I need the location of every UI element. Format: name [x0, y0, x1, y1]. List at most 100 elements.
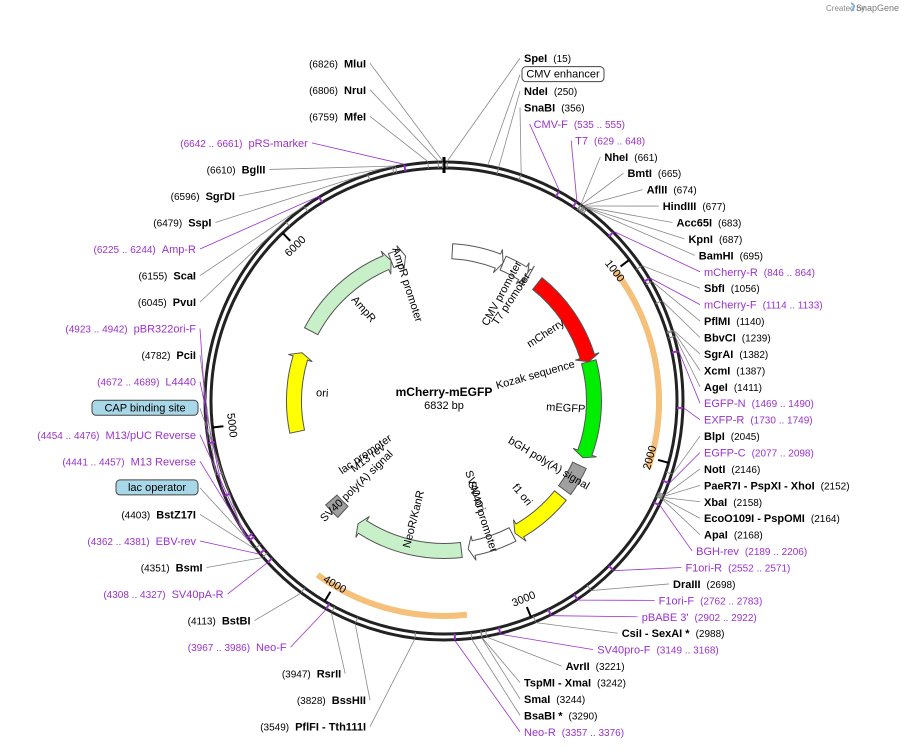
- feature-ampr[interactable]: [303, 250, 392, 336]
- feature-megfp[interactable]: [572, 359, 602, 459]
- label-leader: [199, 540, 260, 555]
- site-marker: [655, 300, 662, 305]
- primer-label-sv40pa-r[interactable]: (4308 .. 4327)SV40pA-R: [103, 589, 223, 601]
- primer-label-cmv-f[interactable]: CMV-F(535 .. 555): [534, 119, 625, 131]
- enzyme-label-bbvci[interactable]: BbvCI(1239): [704, 333, 771, 345]
- enzyme-label-bsshii[interactable]: (3828)BssHII: [297, 695, 366, 707]
- enzyme-label-tspmi-xmai[interactable]: TspMI - XmaI(3242): [524, 678, 626, 690]
- enzyme-label-sgrdi[interactable]: (6596)SgrDI: [171, 191, 235, 203]
- feature-sv40-poly-a-signal[interactable]: [324, 494, 349, 519]
- feature-sv40-promoter[interactable]: [467, 527, 517, 561]
- enzyme-label-avrii[interactable]: AvrII(3221): [566, 661, 625, 673]
- feature-f1-ori[interactable]: [512, 490, 567, 542]
- enzyme-label-paer7i-pspxi-xhoi[interactable]: PaeR7I - PspXI - XhoI(2152): [704, 480, 850, 492]
- primer-label-pbr322ori-f[interactable]: (4923 .. 4942)pBR322ori-F: [65, 324, 196, 336]
- primer-label-f1ori-f[interactable]: F1ori-F(2762 .. 2783): [659, 595, 763, 607]
- enzyme-label-snabi[interactable]: SnaBI(356): [524, 103, 585, 115]
- enzyme-label-aflii[interactable]: AflII(674): [647, 185, 697, 197]
- primer-label-m13-puc-reverse[interactable]: (4454 .. 4476)M13/pUC Reverse: [37, 430, 196, 442]
- enzyme-label-ndei[interactable]: NdeI(250): [524, 86, 577, 98]
- site-marker: [331, 606, 336, 613]
- primer-label-pbabe-3[interactable]: pBABE 3'(2902 .. 2922): [642, 612, 757, 624]
- boxed-feature-cap-binding-site[interactable]: [91, 399, 199, 416]
- site-marker: [582, 208, 587, 215]
- primer-label-m13-reverse[interactable]: (4441 .. 4457)M13 Reverse: [62, 456, 196, 468]
- enzyme-label-sspi[interactable]: (6479)SspI: [153, 218, 211, 230]
- enzyme-label-rsrii[interactable]: (3947)RsrII: [282, 669, 341, 681]
- primer-label-amp-r[interactable]: (6225 .. 6244)Amp-R: [94, 244, 197, 256]
- plasmid-size: 6832 bp: [424, 400, 464, 412]
- primer-label-bgh-rev[interactable]: BGH-rev(2189 .. 2206): [696, 546, 807, 558]
- enzyme-label-hindiii[interactable]: HindIII(677): [663, 201, 726, 213]
- site-marker: [645, 281, 652, 286]
- enzyme-label-bstbi[interactable]: (4113)BstBI: [188, 616, 251, 628]
- primer-label-t7[interactable]: T7(629 .. 648): [575, 135, 645, 147]
- label-leader: [669, 452, 701, 484]
- site-marker: [608, 231, 614, 238]
- feature-cmv-promoter[interactable]: [499, 255, 530, 285]
- enzyme-label-pvui[interactable]: (6045)PvuI: [138, 297, 196, 309]
- label-leader: [215, 173, 368, 223]
- enzyme-label-kpni[interactable]: KpnI(687): [688, 234, 742, 246]
- label-leader: [481, 637, 521, 700]
- feature-neor-kanr[interactable]: [355, 516, 463, 559]
- primer-label-ebv-rev[interactable]: (4362 .. 4381)EBV-rev: [87, 536, 196, 548]
- enzyme-label-ecoo109i-pspomi[interactable]: EcoO109I - PspOMI(2164): [704, 513, 840, 525]
- enzyme-label-mlui[interactable]: (6826)MluI: [309, 58, 366, 70]
- primer-label-mcherry-f[interactable]: mCherry-F(1114 .. 1133): [704, 300, 823, 312]
- enzyme-label-noti[interactable]: NotI(2146): [704, 464, 760, 476]
- enzyme-label-bsabi[interactable]: BsaBI *(3290): [524, 710, 597, 722]
- feature-bgh-poly-a-signal[interactable]: [557, 461, 587, 496]
- primer-label-neo-r[interactable]: Neo-R(3357 .. 3376): [524, 727, 624, 739]
- primer-label-exfp-r[interactable]: EXFP-R(1730 .. 1749): [704, 415, 813, 427]
- primer-label-neo-f[interactable]: (3967 .. 3986)Neo-F: [188, 642, 287, 654]
- enzyme-label-mfei[interactable]: (6759)MfeI: [309, 111, 366, 123]
- enzyme-label-bglii[interactable]: (6610)BglII: [207, 164, 266, 176]
- primer-label-f1ori-r[interactable]: F1ori-R(2552 .. 2571): [685, 563, 790, 575]
- feature-mcherry[interactable]: [531, 276, 600, 363]
- primer-label-l4440[interactable]: (4672 .. 4689)L4440: [97, 377, 196, 389]
- primer-label-egfp-n[interactable]: EGFP-N(1469 .. 1490): [704, 398, 814, 410]
- enzyme-label-pflfi-tth111i[interactable]: (3549)PflFI - Tth111I: [260, 722, 366, 734]
- label-leader: [199, 514, 256, 550]
- primer-label-sv40pro-f[interactable]: SV40pro-F(3149 .. 3168): [597, 645, 718, 657]
- enzyme-label-bamhi[interactable]: BamHI(695): [699, 250, 763, 262]
- enzyme-label-spei[interactable]: SpeI(15): [524, 53, 571, 65]
- boxed-feature-lac-operator[interactable]: [115, 479, 199, 496]
- enzyme-label-smai[interactable]: SmaI(3244): [524, 694, 585, 706]
- label-leader: [519, 107, 522, 174]
- enzyme-label-draiii[interactable]: DraIII(2698): [673, 579, 735, 591]
- enzyme-label-apai[interactable]: ApaI(2168): [704, 530, 763, 542]
- enzyme-label-nhei[interactable]: NheI(661): [604, 152, 657, 164]
- primer-label-mcherry-r[interactable]: mCherry-R(846 .. 864): [704, 267, 815, 279]
- site-marker: [216, 472, 223, 476]
- enzyme-label-sgrai[interactable]: SgrAI(1382): [704, 349, 768, 361]
- enzyme-label-agei[interactable]: AgeI(1411): [704, 382, 762, 394]
- feature-cmv-enhancer[interactable]: [451, 243, 504, 274]
- feature-ampr-promoter[interactable]: [387, 245, 407, 270]
- site-marker: [666, 329, 673, 333]
- enzyme-label-scai[interactable]: (6155)ScaI: [138, 271, 196, 283]
- boxed-feature-cmv-enhancer[interactable]: [521, 66, 605, 83]
- site-marker: [224, 492, 231, 497]
- enzyme-label-bstz17i[interactable]: (4403)BstZ17I: [121, 509, 196, 521]
- primer-label-egfp-c[interactable]: EGFP-C(2077 .. 2098): [704, 448, 814, 460]
- site-marker: [656, 495, 663, 499]
- enzyme-label-nrui[interactable]: (6806)NruI: [309, 85, 366, 97]
- enzyme-label-xcmi[interactable]: XcmI(1387): [704, 365, 765, 377]
- site-marker: [304, 206, 309, 213]
- primer-label-prs-marker[interactable]: (6642 .. 6661)pRS-marker: [180, 138, 308, 150]
- enzyme-label-bsmi[interactable]: (4351)BsmI: [141, 563, 203, 575]
- enzyme-label-bmti[interactable]: BmtI(665): [627, 168, 681, 180]
- label-leader: [613, 231, 701, 273]
- enzyme-label-sbfi[interactable]: SbfI(1056): [704, 283, 760, 295]
- tick-mark: [525, 606, 532, 618]
- enzyme-label-blpi[interactable]: BlpI(2045): [704, 431, 760, 443]
- enzyme-label-pcii[interactable]: (4782)PciI: [142, 350, 196, 362]
- enzyme-label-csii-sexai[interactable]: CsiI - SexAI *(2988): [622, 628, 725, 640]
- enzyme-label-acc65i[interactable]: Acc65I(683): [677, 218, 742, 230]
- feature-ori[interactable]: [286, 352, 313, 434]
- enzyme-label-xbai[interactable]: XbaI(2158): [704, 497, 762, 509]
- enzyme-label-pflmi[interactable]: PflMI(1140): [704, 316, 764, 328]
- feature-t7-promoter[interactable]: [520, 265, 535, 288]
